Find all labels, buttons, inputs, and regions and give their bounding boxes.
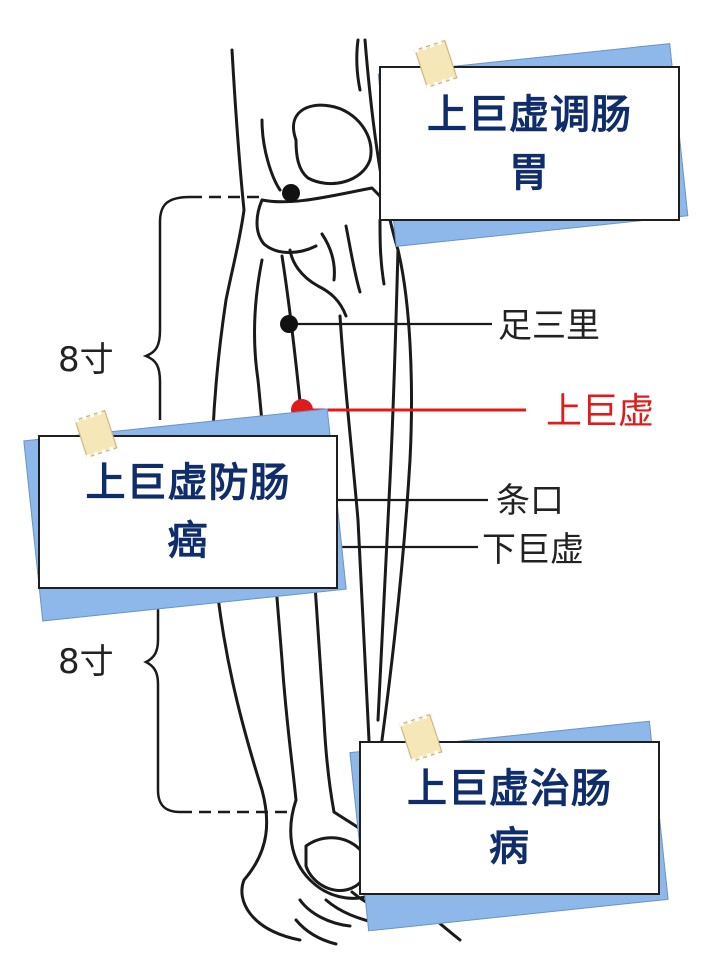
note-text-top-right: 上巨虚调肠胃 bbox=[427, 91, 632, 196]
label-tiaokou: 条口 bbox=[496, 481, 564, 521]
note-text-middle-left: 上巨虚防肠癌 bbox=[85, 460, 291, 564]
note-text-bottom-right: 上巨虚治肠病 bbox=[407, 766, 612, 870]
label-measure-top: 8寸 bbox=[58, 340, 114, 380]
zusanli-dot bbox=[280, 315, 298, 333]
measurement-brackets bbox=[142, 195, 288, 814]
knee-point-dot bbox=[282, 184, 300, 202]
leader-lines bbox=[290, 322, 526, 549]
label-measure-bottom: 8寸 bbox=[58, 642, 114, 682]
label-zusanli: 足三里 bbox=[498, 306, 600, 346]
label-xiajuxu: 下巨虚 bbox=[482, 530, 584, 570]
label-shangjuxu: 上巨虚 bbox=[546, 391, 654, 432]
